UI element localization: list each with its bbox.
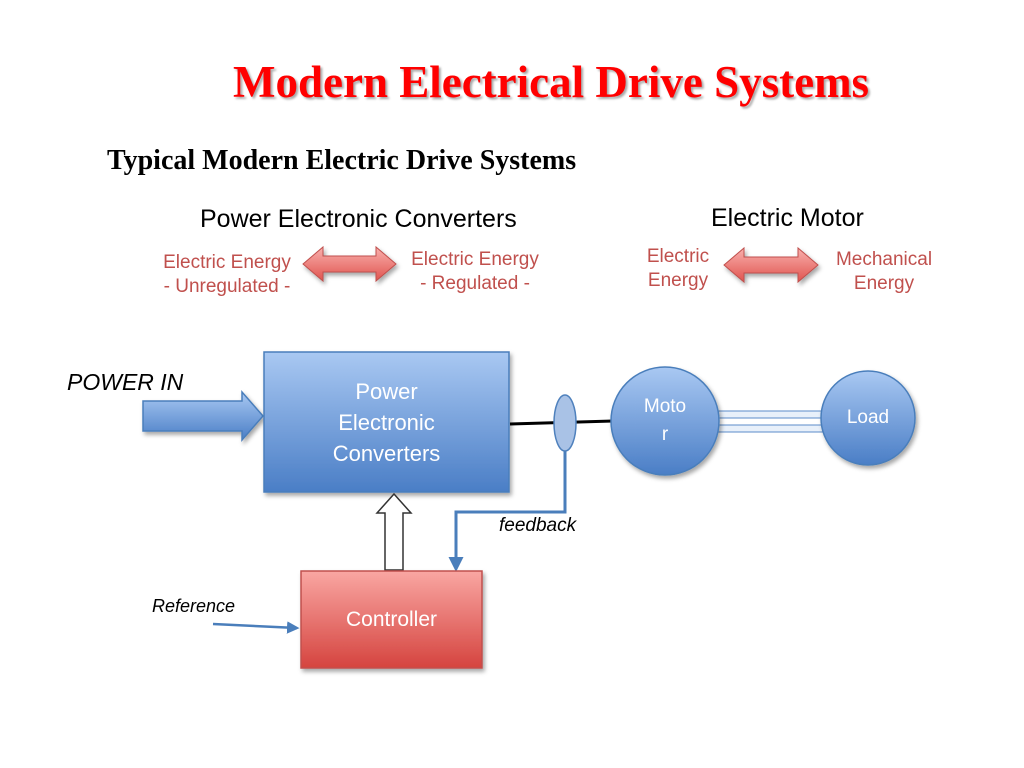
unregulated-energy-line1: Electric Energy xyxy=(163,252,291,273)
motor-heading: Electric Motor xyxy=(711,204,864,232)
reference-arrow xyxy=(212,621,300,634)
controller-label: Controller xyxy=(301,571,482,668)
mechanical-energy-line2: Energy xyxy=(853,273,915,294)
motor-circle xyxy=(610,366,720,476)
controller-block xyxy=(300,570,483,669)
unregulated-energy-line2: - Unregulated - xyxy=(163,276,291,297)
controller-label-text: Controller xyxy=(345,607,438,631)
power-in-label: POWER IN xyxy=(67,369,184,395)
electric-energy-line2: Energy xyxy=(647,270,709,291)
page-subtitle: Typical Modern Electric Drive Systems xyxy=(107,145,577,176)
reference-label: Reference xyxy=(152,596,236,616)
sensor-ellipse xyxy=(553,394,577,452)
converter-block-label: Power Electronic Converters xyxy=(264,352,509,492)
converter-block-line1: Power xyxy=(355,378,418,404)
shaft-upper xyxy=(717,410,825,419)
power-in-arrow xyxy=(142,390,264,442)
regulated-energy-line1: Electric Energy xyxy=(411,249,539,270)
electric-energy-line1: Electric xyxy=(646,246,710,267)
page-title: Modern Electrical Drive Systems xyxy=(233,57,870,107)
converter-block-line3: Converters xyxy=(332,440,441,466)
control-signal-arrow xyxy=(375,492,413,571)
converter-energy-double-arrow xyxy=(302,245,397,283)
converters-heading: Power Electronic Converters xyxy=(200,205,517,233)
unregulated-energy-label: Electric Energy - Unregulated - xyxy=(150,251,304,299)
converter-block-line2: Electronic xyxy=(338,409,435,435)
electric-energy-label: Electric Energy xyxy=(618,245,738,293)
mechanical-energy-label: Mechanical Energy xyxy=(818,248,950,296)
feedback-line xyxy=(448,451,567,572)
motor-energy-double-arrow xyxy=(723,246,819,284)
regulated-energy-line2: - Regulated - xyxy=(420,273,530,294)
motor-label: Moto r xyxy=(611,367,719,475)
load-label: Load xyxy=(821,371,915,465)
regulated-energy-label: Electric Energy - Regulated - xyxy=(398,248,552,296)
mechanical-energy-line1: Mechanical xyxy=(835,249,933,270)
feedback-label: feedback xyxy=(499,515,577,536)
motor-label-line1: Moto xyxy=(643,396,687,417)
load-label-text: Load xyxy=(846,407,890,428)
load-circle xyxy=(820,370,916,466)
converter-block xyxy=(263,351,510,493)
shaft-lower xyxy=(717,424,825,433)
motor-label-line2: r xyxy=(661,424,669,445)
